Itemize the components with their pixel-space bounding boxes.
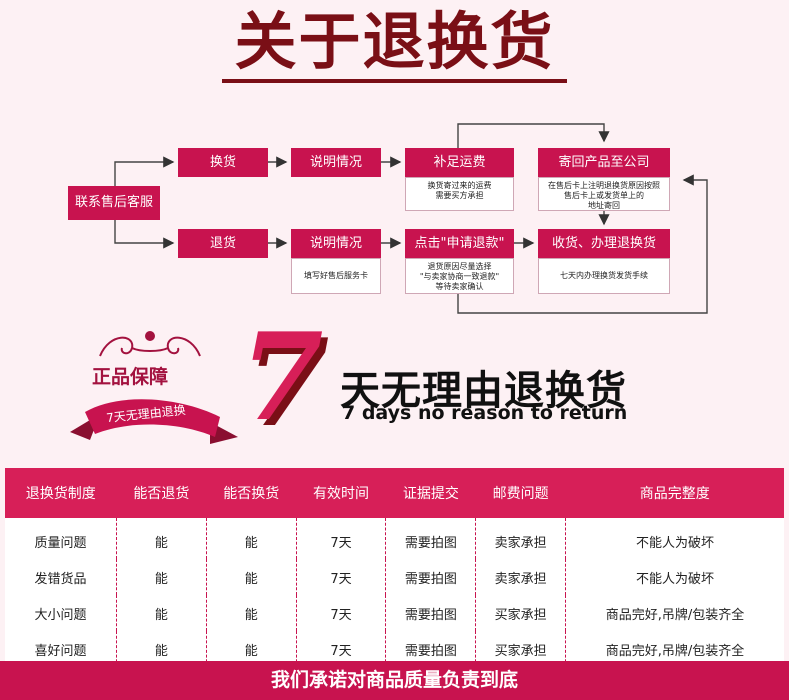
table-header-row: 退换货制度 能否退货 能否换货 有效时间 证据提交 邮费问题 商品完整度 [5,468,784,518]
footer-banner: 我们承诺对商品质量负责到底 [0,661,789,700]
title-underline [222,79,567,83]
table-cell: 能 [205,595,297,631]
table-cell: 不能人为破坏 [565,559,784,595]
big-seven-face: 7 [240,307,324,448]
shipping-fee-box: 补足运费 [405,148,514,177]
send-back-note: 在售后卡上注明退换货原因按照 售后卡上或发货单上的 地址寄回 [538,177,670,211]
table-cell: 卖家承担 [475,559,566,595]
exchange-box: 换货 [178,148,268,177]
ornament-icon [99,331,201,357]
page-title: 关于退换货 [234,5,555,78]
table-cell: 发错货品 [5,559,117,595]
apply-refund-note: 退货原因尽量选择 "与卖家协商一致退款" 等待卖家确认 [405,258,514,294]
table-cell: 能 [205,518,297,559]
guarantee-label: 正品保障 [92,366,169,388]
table-row: 发错货品 能 能 7天 需要拍图 卖家承担 不能人为破坏 [5,559,784,595]
table-header: 证据提交 [385,468,476,518]
ribbon-icon [85,399,220,437]
return-box: 退货 [178,229,268,258]
send-back-box: 寄回产品至公司 [538,148,670,177]
table-cell: 需要拍图 [385,559,476,595]
table-header: 能否退货 [116,468,207,518]
table-cell: 能 [116,595,207,631]
table-cell: 需要拍图 [385,595,476,631]
return-explain-box: 说明情况 [291,229,381,258]
table-cell: 能 [116,559,207,595]
apply-refund-box: 点击"申请退款" [405,229,514,258]
contact-support-box: 联系售后客服 [68,186,160,220]
return-explain-note: 填写好售后服务卡 [291,258,381,294]
table-header: 商品完整度 [565,468,784,518]
exchange-explain-box: 说明情况 [291,148,381,177]
table-cell: 7天 [295,559,386,595]
table-header: 邮费问题 [475,468,566,518]
shipping-fee-note: 换货寄过来的运费 需要买方承担 [405,177,514,211]
receive-process-box: 收货、办理退换货 [538,229,670,258]
big-seven-numeral: 7 7 [240,307,340,448]
flowchart-connectors [114,123,708,314]
promo-headline: 天无理由退换货 [340,368,627,414]
table-row: 质量问题 能 能 7天 需要拍图 卖家承担 不能人为破坏 [5,518,784,559]
receive-process-note: 七天内办理换货发货手续 [538,258,670,294]
table-header: 能否换货 [206,468,297,518]
table-cell: 7天 [295,518,386,559]
big-seven-shadow: 7 [246,313,330,454]
table-cell: 需要拍图 [385,518,476,559]
table-cell: 买家承担 [475,595,566,631]
table-cell: 能 [116,518,207,559]
table-header: 退换货制度 [5,468,117,518]
table-header: 有效时间 [296,468,386,518]
table-cell: 卖家承担 [475,518,566,559]
table-cell: 不能人为破坏 [565,518,784,559]
promo-subline: 7 days no reason to return [342,402,628,424]
guarantee-badge-graphic [70,331,238,444]
table-cell: 能 [205,559,297,595]
table-cell: 大小问题 [5,595,117,631]
table-row: 大小问题 能 能 7天 需要拍图 买家承担 商品完好,吊牌/包装齐全 [5,595,784,631]
table-cell: 质量问题 [5,518,117,559]
table-cell: 商品完好,吊牌/包装齐全 [565,595,784,631]
table-cell: 7天 [295,595,386,631]
return-policy-table: 退换货制度 能否退货 能否换货 有效时间 证据提交 邮费问题 商品完整度 质量问… [5,468,784,667]
